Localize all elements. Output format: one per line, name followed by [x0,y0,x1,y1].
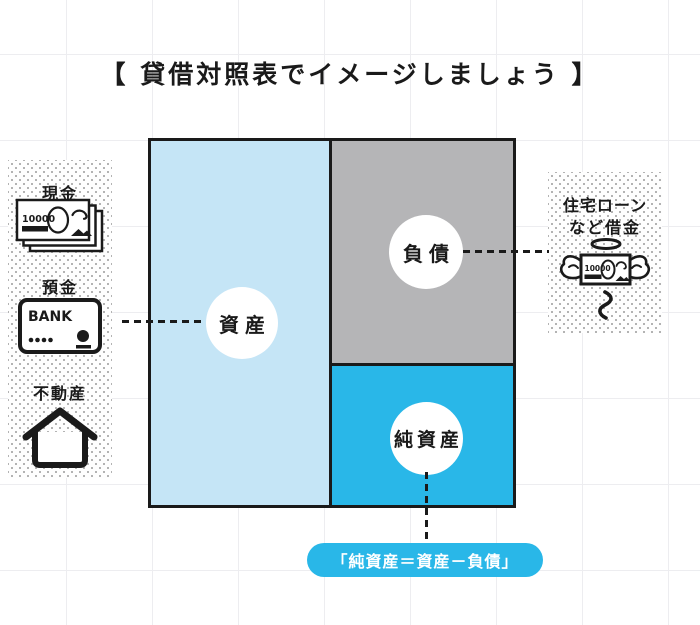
formula-text: 「純資産＝資産－負債」 [331,552,519,571]
net-assets-circle: 純資産 [390,402,463,475]
banknote-value-text: 10000 [22,214,55,225]
winged-banknote-value-text: 10000 [585,264,611,273]
deposit-label: 預金 [41,278,78,297]
squiggle-icon [598,290,613,320]
net-assets-connector-line [425,472,428,542]
liabilities-examples-panel: 住宅ローン など借金 10000 [548,172,662,333]
balance-sheet [148,138,516,508]
assets-connector-line [122,320,206,323]
bill-portrait-head [71,209,88,220]
liabilities-circle: 負債 [389,215,463,289]
liabilities-connector-line [463,250,549,253]
assets-examples-panel: 現金 10000 預金 BANK 不動産 [8,160,112,478]
card-seal [77,330,89,342]
loan-label-line2: など借金 [568,218,641,237]
cash-label: 現金 [41,184,78,203]
right-column [332,141,513,505]
banknotes-icon: 10000 [8,198,112,258]
bank-card-icon: BANK [8,297,112,355]
loan-label-line1: 住宅ローン [562,196,648,215]
bank-card-text: BANK [28,309,73,325]
assets-label: 資産 [219,312,271,337]
net-assets-label: 純資産 [394,429,464,451]
diagram-title: 【 貸借対照表でイメージしましょう 】 [100,60,600,89]
real-estate-label: 不動産 [32,384,87,403]
winged-banknote-icon: 10000 [548,236,662,328]
assets-circle: 資産 [206,287,278,359]
halo-icon [590,238,622,250]
card-dots [28,337,53,343]
formula-pill: 「純資産＝資産－負債」 [307,543,543,577]
wing-left [559,255,585,280]
house-icon [8,402,112,470]
bill-portrait-shoulders [71,229,92,236]
liabilities-label: 負債 [403,241,455,266]
